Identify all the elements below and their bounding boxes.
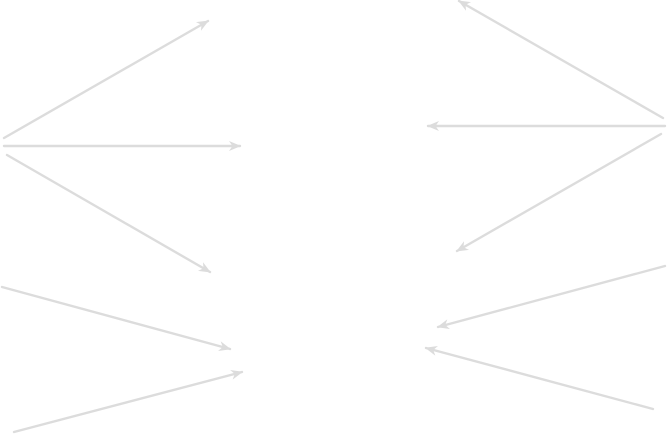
arrow-right-bottom-2 xyxy=(424,346,655,411)
arrow-right-lower xyxy=(455,132,663,253)
arrow-left-upper xyxy=(2,19,210,140)
arrow-left-bottom-1 xyxy=(0,285,232,351)
arrow-right-upper xyxy=(457,0,665,120)
arrow-left-lower xyxy=(5,153,212,274)
arrow-right-bottom-1 xyxy=(436,264,667,329)
arrow-left-bottom-2 xyxy=(12,369,244,434)
